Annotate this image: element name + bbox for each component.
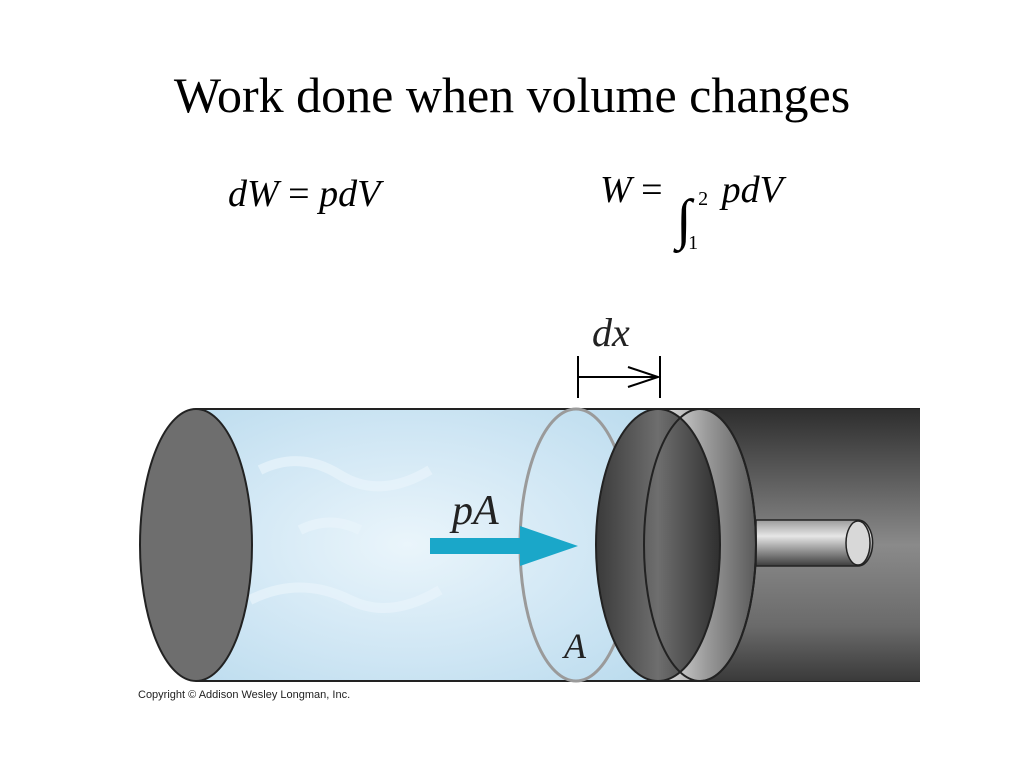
slide-title: Work done when volume changes: [173, 67, 851, 123]
upper-limit: 2: [698, 188, 709, 210]
gas-highlights: [247, 456, 443, 613]
equation-rhs: pdV: [319, 173, 381, 215]
force-label: pA: [449, 488, 499, 534]
dx-arrowhead: [627, 366, 662, 388]
integral-sign: ∫: [676, 189, 692, 251]
area-label: A: [562, 626, 587, 666]
integrand: pdV: [721, 169, 783, 211]
equation-lhs: W: [600, 169, 632, 211]
piston-face: [595, 408, 721, 682]
cylinder-end-cap: [139, 408, 253, 682]
equals-sign: =: [641, 169, 663, 211]
piston-rod-end: [845, 520, 871, 566]
equation-lhs: dW: [228, 173, 279, 215]
piston-back-edge: [643, 408, 757, 682]
piston-rod: [755, 519, 874, 567]
lower-limit: 1: [688, 232, 699, 254]
differential-work-equation: dW = pdV: [228, 172, 380, 216]
integral-work-equation: W = ∫ 2 1 pdV: [600, 168, 783, 254]
force-arrow: [430, 526, 578, 566]
dx-label: dx: [592, 310, 630, 355]
copyright-notice: Copyright © Addison Wesley Longman, Inc.: [138, 689, 351, 701]
equals-sign: =: [288, 173, 310, 215]
